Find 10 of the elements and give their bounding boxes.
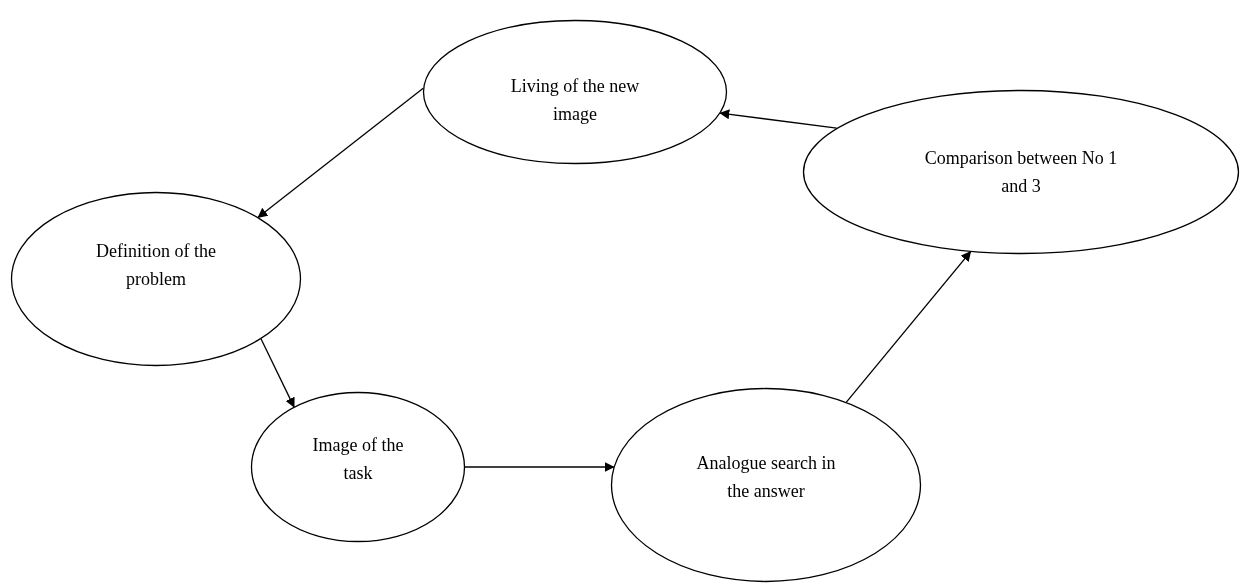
arrow xyxy=(719,109,838,129)
node-label: Comparison between No 1 and 3 xyxy=(923,147,1119,198)
node-label: Image of the task xyxy=(311,434,405,485)
node-label: Analogue search in the answer xyxy=(696,452,836,503)
arrow xyxy=(257,87,424,218)
arrow xyxy=(845,251,972,403)
arrow xyxy=(260,338,295,408)
arrow xyxy=(464,462,615,472)
node-label: Living of the new image xyxy=(509,75,641,126)
node-label: Definition of the problem xyxy=(95,240,217,291)
